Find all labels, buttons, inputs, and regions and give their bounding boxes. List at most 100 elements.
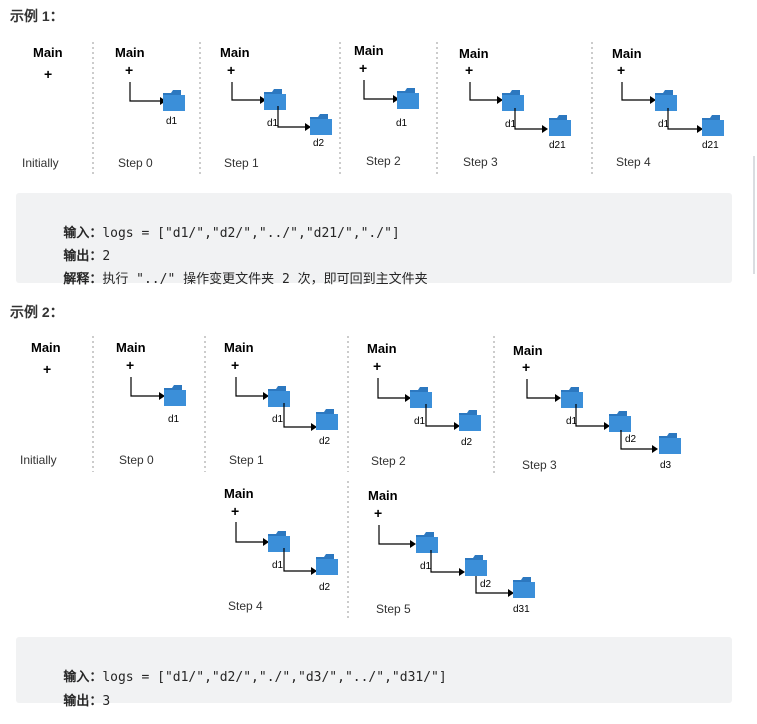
arrow-head xyxy=(454,422,460,430)
output-value: 3 xyxy=(102,694,111,709)
folder-label: d2 xyxy=(461,437,473,448)
folder-icon xyxy=(264,89,286,110)
folder-label: d1 xyxy=(168,414,180,425)
step-label: Step 0 xyxy=(118,156,153,170)
arrow-head xyxy=(697,125,703,133)
example-2-code-block: 输入：logs = ["d1/","d2/","./","d3/","../",… xyxy=(16,637,732,709)
plus-icon: + xyxy=(359,60,367,76)
folder-label: d2 xyxy=(313,138,325,149)
folder-icon xyxy=(410,387,432,408)
output-value: 2 xyxy=(102,249,111,264)
tree-connector xyxy=(378,525,410,545)
tree-connector xyxy=(425,404,454,427)
example-1-figure: Main + Initially Main + d1 Step 0 Main +… xyxy=(22,42,724,176)
arrow-head xyxy=(497,96,503,104)
arrow-head xyxy=(604,422,610,430)
folder-icon xyxy=(655,90,677,111)
step-label: Step 4 xyxy=(228,599,263,613)
tree-connector xyxy=(283,548,311,572)
example-2-figure: Main + Initially Main + d1 Step 0 Main +… xyxy=(20,336,681,620)
tree-connector xyxy=(620,430,652,450)
root-label: Main xyxy=(220,45,250,60)
step-label: Step 2 xyxy=(366,154,401,168)
folder-icon xyxy=(316,409,338,430)
plus-icon: + xyxy=(617,62,625,78)
folder-icon xyxy=(513,577,535,598)
folder-label: d21 xyxy=(549,140,566,151)
folder-label: d1 xyxy=(272,414,284,425)
root-label: Main xyxy=(116,340,146,355)
dividers xyxy=(92,336,495,620)
tree-connector xyxy=(235,522,263,543)
tree-connector xyxy=(621,82,650,101)
plus-icon: + xyxy=(227,62,235,78)
folder-icon xyxy=(459,410,481,431)
folder-label: d1 xyxy=(566,416,578,427)
step-label: Step 3 xyxy=(522,458,557,472)
arrow-head xyxy=(410,540,416,548)
step-label: Initially xyxy=(22,156,59,170)
tree-connector xyxy=(231,82,260,101)
folder-icon xyxy=(164,385,186,406)
folder-icon xyxy=(310,114,332,135)
plus-icon: + xyxy=(44,66,52,82)
arrow-head xyxy=(542,125,548,133)
folder-label: d1 xyxy=(658,119,670,130)
root-label: Main xyxy=(612,46,642,61)
folder-label: d21 xyxy=(702,140,719,151)
folder-label: d2 xyxy=(480,579,492,590)
step-label: Step 1 xyxy=(229,453,264,467)
root-label: Main xyxy=(115,45,145,60)
plus-icon: + xyxy=(231,357,239,373)
folder-icon xyxy=(549,115,571,136)
example-1-title: 示例 1： xyxy=(10,8,64,24)
folder-label: d1 xyxy=(272,560,284,571)
folder-icon xyxy=(702,115,724,136)
folder-label: d3 xyxy=(660,460,672,471)
folder-icon xyxy=(163,90,185,111)
root-label: Main xyxy=(459,46,489,61)
tree-connector xyxy=(526,379,555,399)
arrow-head xyxy=(305,123,311,131)
input-value: logs = ["d1/","d2/","../","d21/","./"] xyxy=(102,226,400,241)
root-label: Main xyxy=(368,488,398,503)
folder-label: d1 xyxy=(267,118,279,129)
arrow-head xyxy=(652,445,658,453)
tree-connector xyxy=(283,403,311,428)
folder-label: d1 xyxy=(505,119,517,130)
root-label: Main xyxy=(31,340,61,355)
arrow-head xyxy=(555,394,561,402)
dividers xyxy=(92,42,593,176)
plus-icon: + xyxy=(465,62,473,78)
folder-icon xyxy=(316,554,338,575)
folder-icon xyxy=(561,387,583,408)
folder-icon xyxy=(268,531,290,552)
plus-icon: + xyxy=(522,359,530,375)
step-label: Step 4 xyxy=(616,155,651,169)
step-label: Step 5 xyxy=(376,602,411,616)
arrow-head xyxy=(159,392,165,400)
tree-connector xyxy=(430,550,459,573)
step-label: Step 2 xyxy=(371,454,406,468)
plus-icon: + xyxy=(43,361,51,377)
arrow-head xyxy=(311,423,317,431)
root-label: Main xyxy=(224,486,254,501)
tree-connector xyxy=(475,576,508,594)
plus-icon: + xyxy=(374,505,382,521)
folder-icon xyxy=(609,411,631,432)
plus-icon: + xyxy=(126,357,134,373)
explain-value: 执行 "../" 操作变更文件夹 2 次，即可回到主文件夹 xyxy=(102,272,428,287)
root-label: Main xyxy=(354,43,384,58)
plus-icon: + xyxy=(231,503,239,519)
input-value: logs = ["d1/","d2/","./","d3/","../","d3… xyxy=(102,670,447,685)
arrow-head xyxy=(263,392,269,400)
output-label: 输出： xyxy=(63,249,103,264)
arrow-head xyxy=(260,96,266,104)
right-edge-bar xyxy=(753,156,755,274)
tree-connector xyxy=(129,82,160,102)
step-label: Initially xyxy=(20,453,57,467)
folder-label: d2 xyxy=(625,434,637,445)
input-label: 输入： xyxy=(63,226,103,241)
tree-connector xyxy=(130,377,159,397)
folder-icon xyxy=(465,555,487,576)
